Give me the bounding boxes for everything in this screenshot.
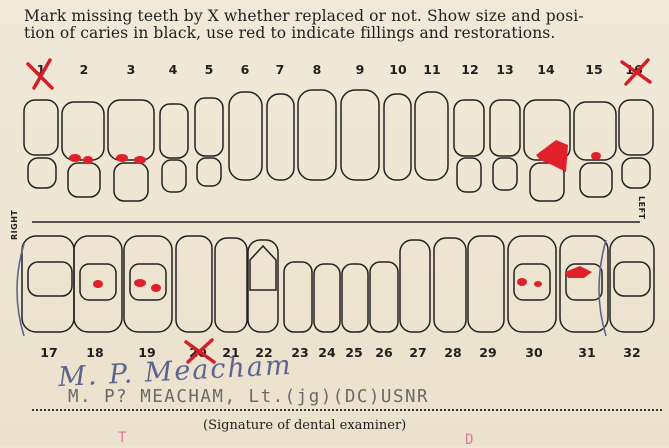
filling-tooth-19 <box>134 279 146 287</box>
filling-tooth-30b <box>534 281 542 287</box>
filling-tooth-30 <box>517 278 527 286</box>
x-mark-tooth-16 <box>622 60 650 84</box>
partial-stamp-left: T <box>118 430 127 446</box>
signature-line <box>32 409 662 411</box>
filling-tooth-15 <box>591 152 601 160</box>
filling-tooth-3 <box>116 154 128 162</box>
filling-tooth-18 <box>93 280 103 288</box>
x-mark-tooth-1 <box>28 60 52 88</box>
signature-caption: (Signature of dental examiner) <box>203 418 406 433</box>
filling-tooth-14 <box>536 140 568 172</box>
typed-examiner-name: M. P? MEACHAM, Lt.(jg)(DC)USNR <box>68 387 429 407</box>
red-fillings <box>69 140 601 292</box>
filling-tooth-3b <box>134 156 146 164</box>
label-left: LEFT <box>637 196 646 219</box>
filling-tooth-19b <box>151 284 161 292</box>
label-right: RIGHT <box>10 210 19 240</box>
filling-tooth-31 <box>565 266 592 278</box>
lower-arch <box>22 236 654 332</box>
filling-tooth-2 <box>69 154 81 162</box>
filling-tooth-2b <box>83 156 93 164</box>
